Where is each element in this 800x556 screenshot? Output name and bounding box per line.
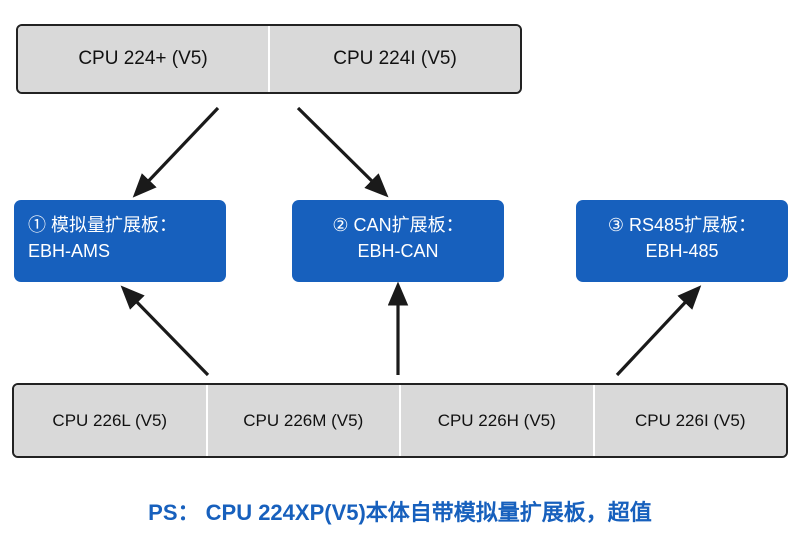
board-can-ebh-can[interactable]: ② CAN扩展板： EBH-CAN — [292, 200, 504, 282]
cpu-cell-224i[interactable]: CPU 224I (V5) — [268, 26, 520, 92]
board-analog-ebh-ams[interactable]: ① 模拟量扩展板： EBH-AMS — [14, 200, 226, 282]
arrow-bottom-226h-to-board-3 — [615, 285, 702, 377]
arrow-top-to-board-2 — [296, 106, 389, 198]
board-2-title: ② CAN扩展板： — [332, 215, 464, 235]
footer-note: PS： CPU 224XP(V5)本体自带模拟量扩展板，超值 — [148, 500, 652, 525]
cpu-bottom-row: CPU 226L (V5) CPU 226M (V5) CPU 226H (V5… — [12, 383, 788, 458]
board-3-title: ③ RS485扩展板： — [607, 215, 757, 235]
cpu-cell-226h[interactable]: CPU 226H (V5) — [399, 385, 593, 456]
board-1-title: ① 模拟量扩展板： — [28, 215, 178, 235]
arrow-top-to-board-1 — [132, 106, 220, 198]
board-rs485-ebh-485[interactable]: ③ RS485扩展板： EBH-485 — [576, 200, 788, 282]
cpu-cell-226m[interactable]: CPU 226M (V5) — [205, 385, 399, 456]
cpu-top-row: CPU 224+ (V5) CPU 224I (V5) — [16, 24, 522, 94]
board-2-model: EBH-CAN — [357, 241, 439, 262]
cpu-cell-224plus[interactable]: CPU 224+ (V5) — [18, 26, 268, 92]
cpu-cell-226l[interactable]: CPU 226L (V5) — [14, 385, 206, 456]
arrow-bottom-226l-to-board-1 — [120, 285, 210, 377]
board-3-model: EBH-485 — [645, 241, 719, 262]
cpu-cell-226i[interactable]: CPU 226I (V5) — [592, 385, 786, 456]
board-1-model: EBH-AMS — [28, 241, 111, 262]
